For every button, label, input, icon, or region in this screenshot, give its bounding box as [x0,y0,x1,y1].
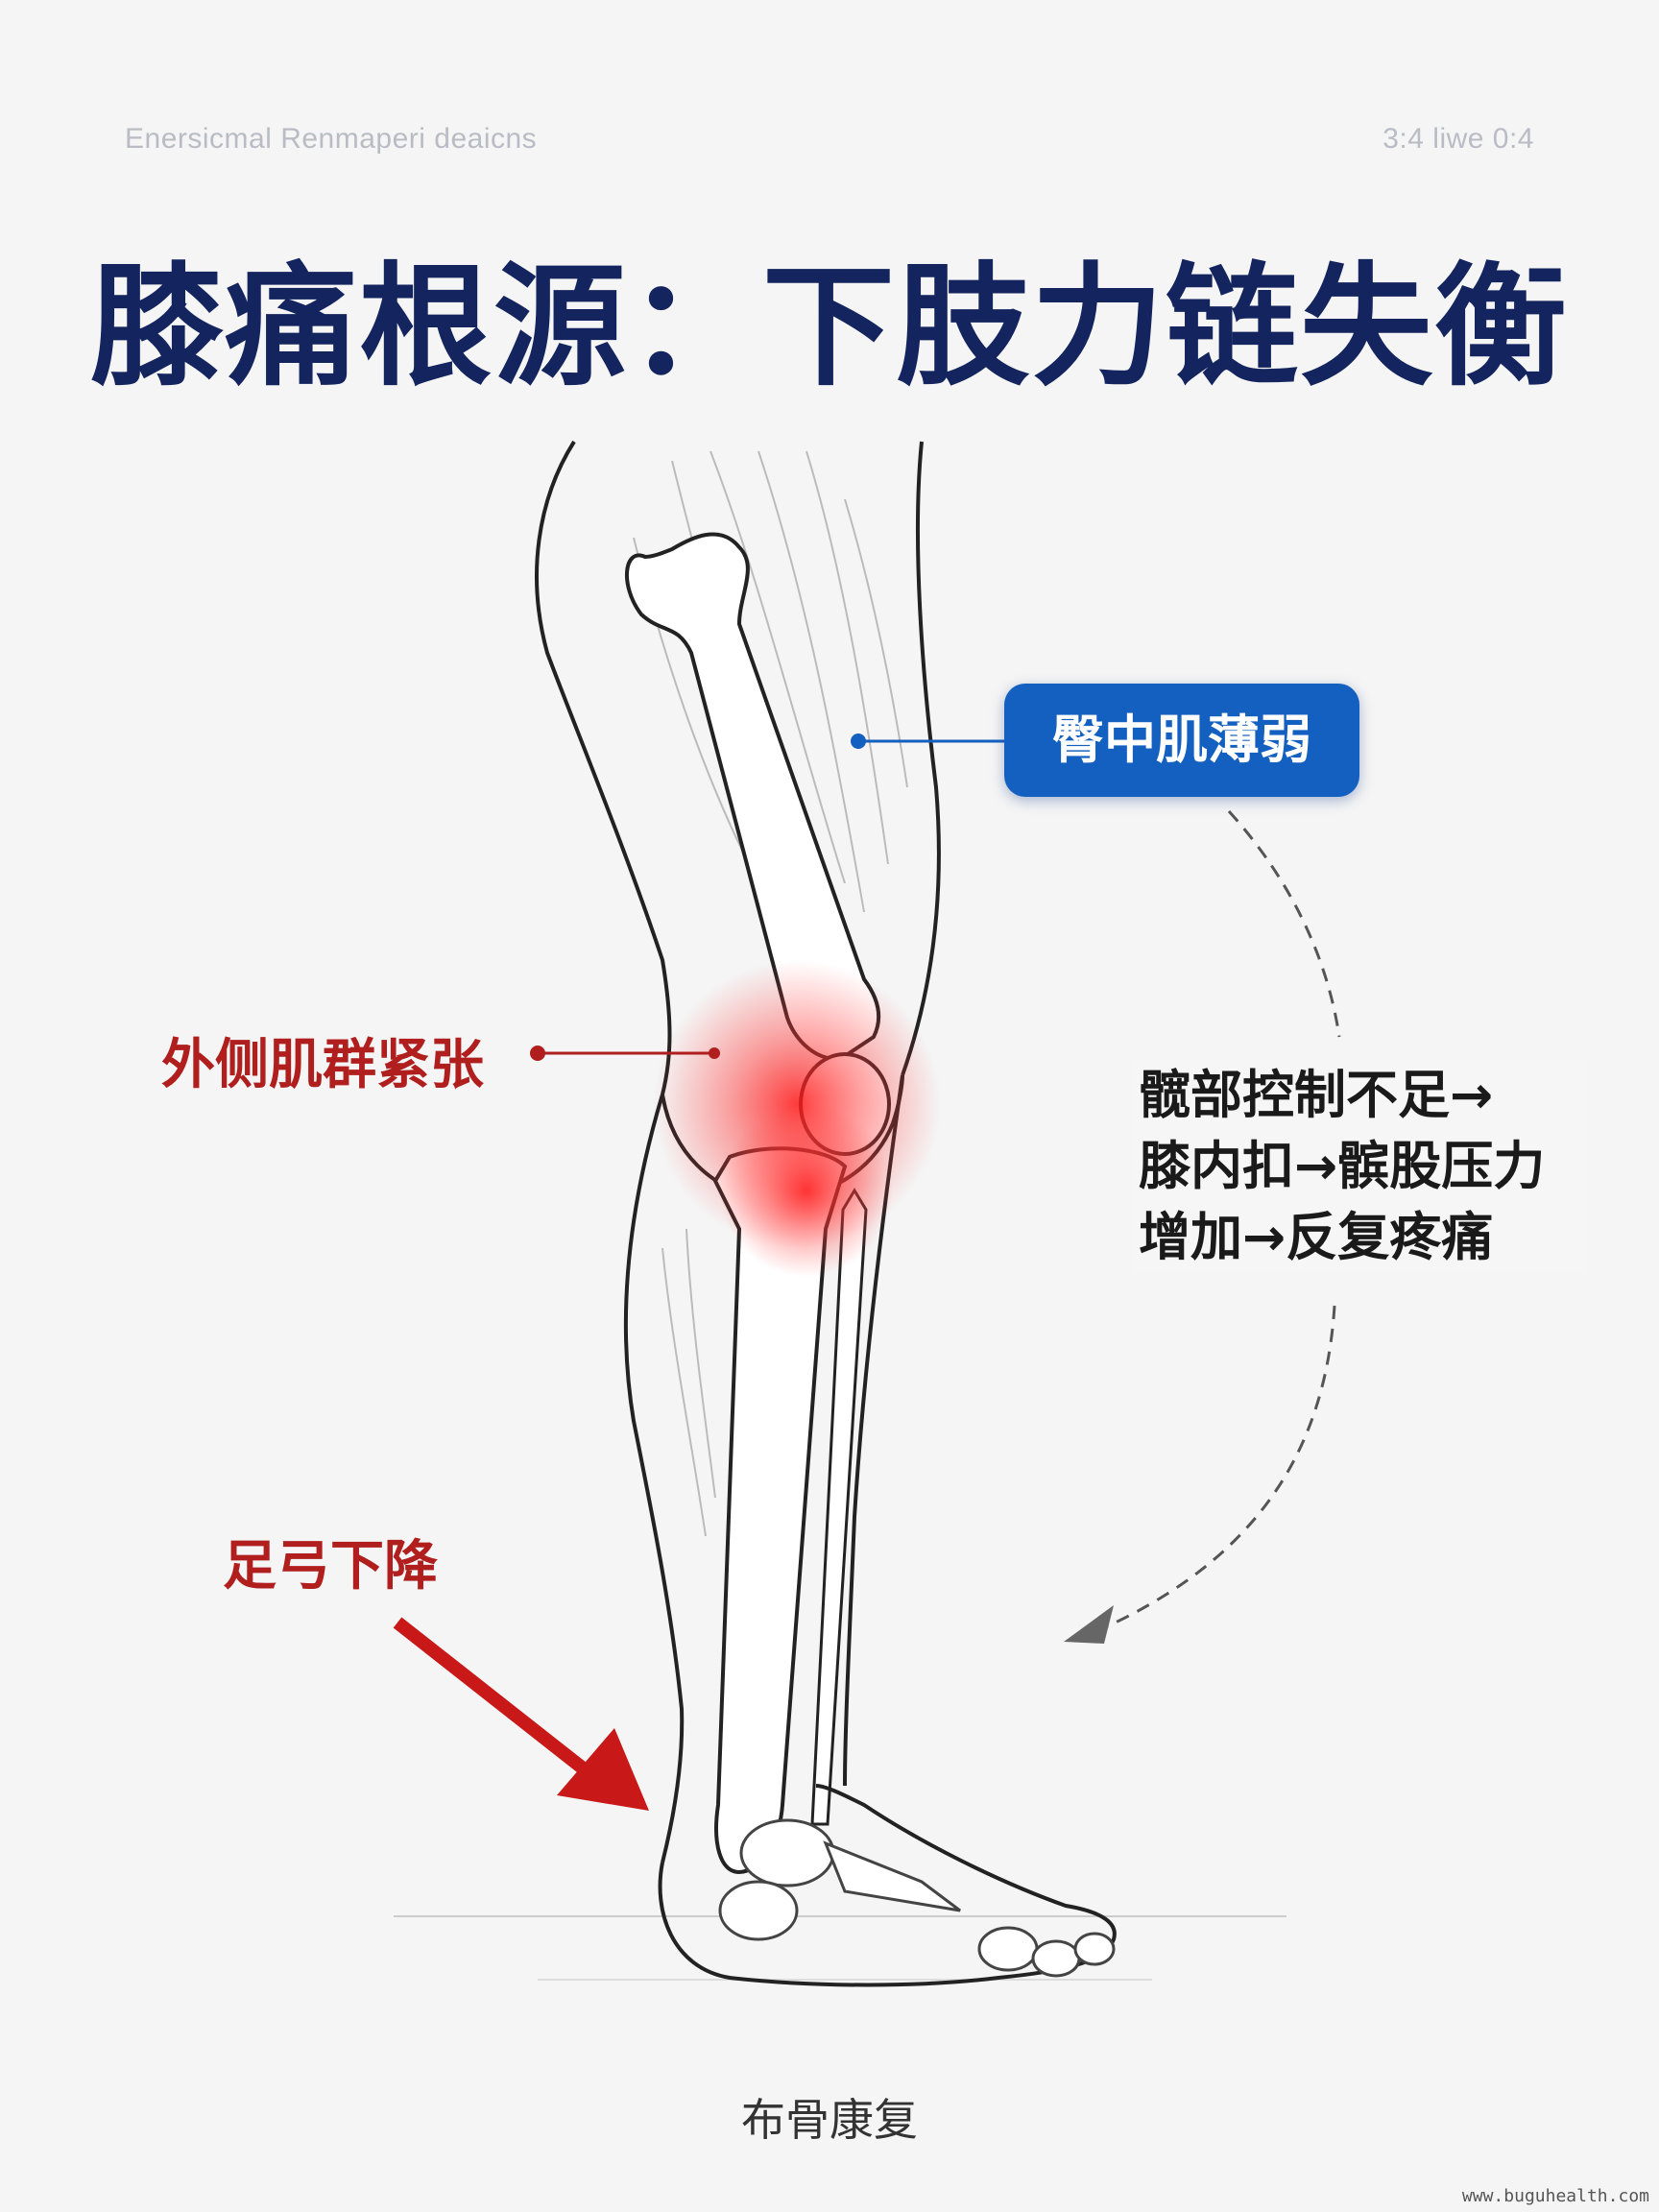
lateral-pointer-dot [530,1046,545,1061]
page-title: 膝痛根源：下肢力链失衡 [89,250,1569,404]
glute-weak-label: 臀中肌薄弱 [1004,684,1359,797]
thigh-back-outline [901,441,941,1076]
calf-muscle-lines [661,1228,716,1537]
chain-line-3: 增加→反复疼痛 [1139,1207,1494,1267]
chain-explanation: 髋部控制不足→ 膝内扣→髌股压力 增加→反复疼痛 [1133,1060,1586,1273]
thigh-outline [535,440,672,1095]
dashed-arrow-lower [1094,1305,1336,1634]
watermark: www.buguhealth.com [1461,2186,1649,2206]
lateral-pointer-end [709,1047,720,1059]
arch-arrow-head [557,1728,649,1811]
brand-name: 布骨康复 [741,2094,918,2146]
dashed-arrow-head [1064,1605,1114,1644]
chain-line-2: 膝内扣→髌股压力 [1139,1136,1546,1196]
arch-arrow-shaft [393,1617,600,1784]
top-left-caption: Enersicmal Renmaperi deaicns [125,123,538,155]
chain-line-1: 髋部控制不足→ [1139,1065,1494,1125]
dashed-arrow-upper [1227,809,1341,1038]
top-right-caption: 3:4 liwe 0:4 [1382,123,1534,155]
arch-drop-label: 足弓下降 [223,1535,438,1598]
lateral-tight-label: 外侧肌群紧张 [161,1034,484,1096]
glute-pointer-dot [851,733,866,749]
knee-pain-glow-lower [720,1104,893,1277]
calf-outline [623,1094,685,1863]
foot-bones [718,1818,1116,1978]
